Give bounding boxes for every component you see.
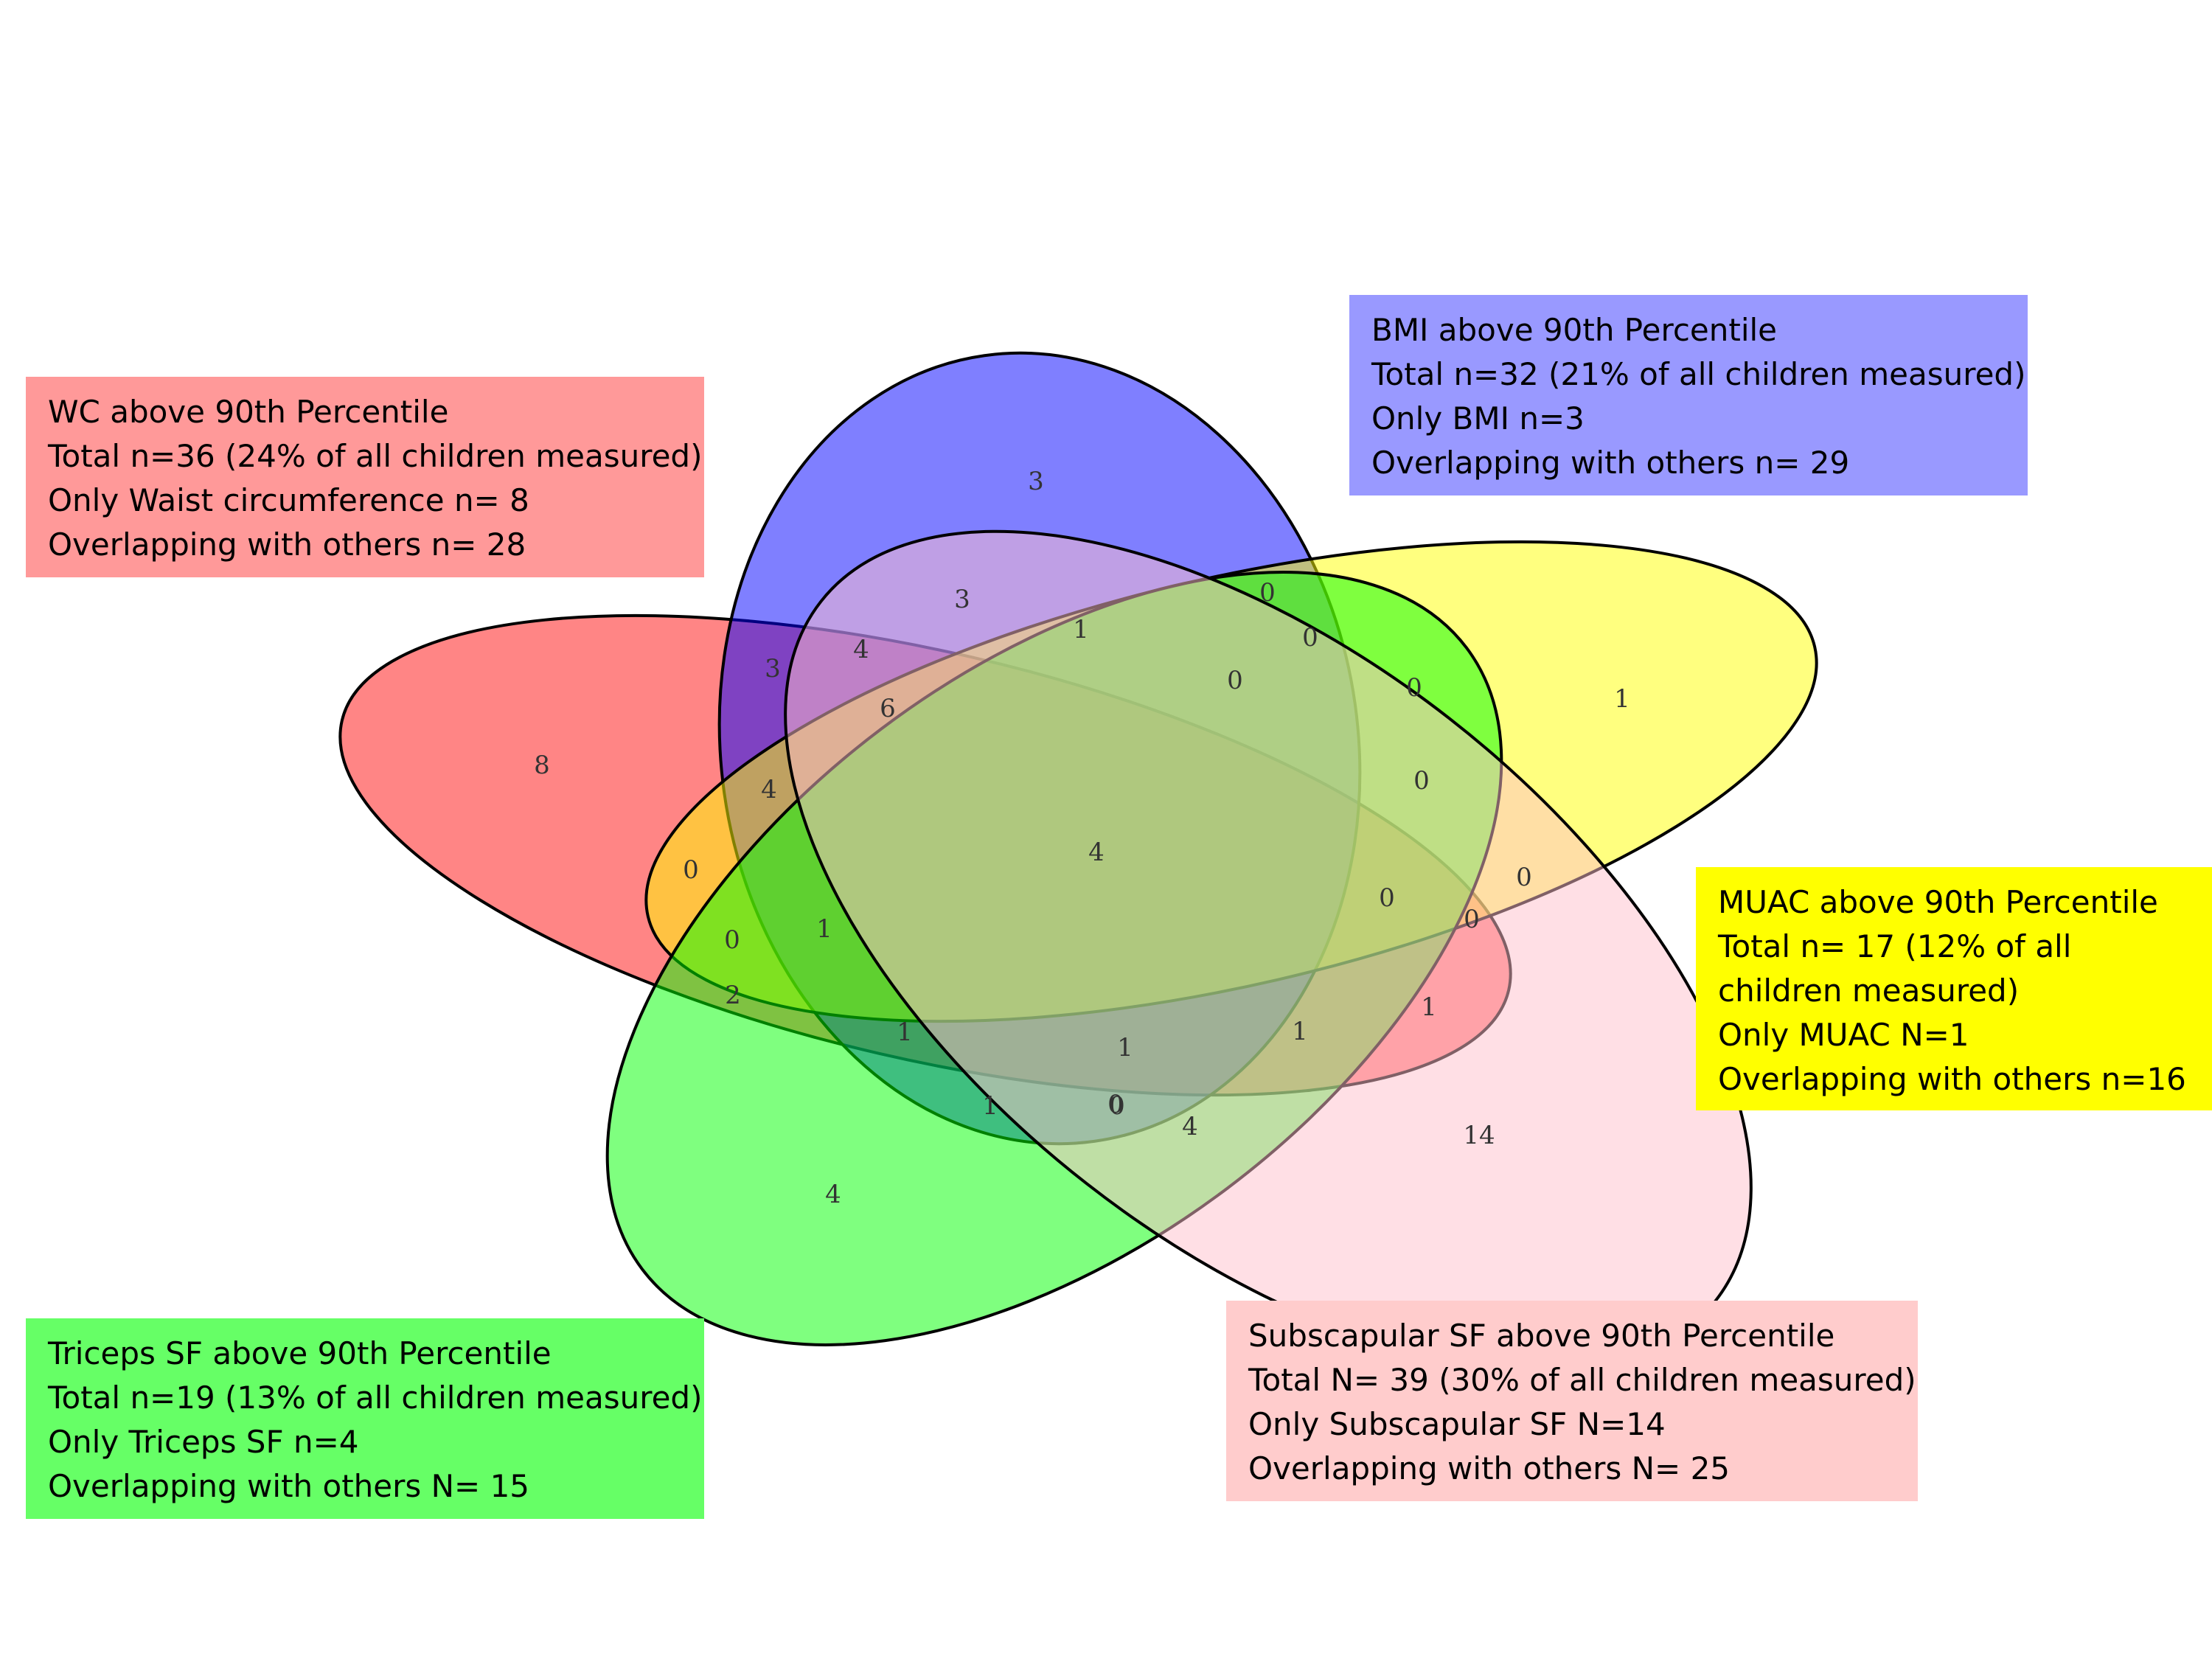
wc-title: WC above 90th Percentile: [48, 394, 449, 430]
bmi-only: Only BMI n=3: [1371, 400, 1585, 437]
region-label: 1: [1073, 615, 1089, 644]
wc-legend-box: WC above 90th Percentile Total n=36 (24%…: [26, 377, 704, 577]
muac-only: Only MUAC N=1: [1718, 1017, 1969, 1053]
region-label: 0: [1406, 673, 1422, 703]
bmi-overlap: Overlapping with others n= 29: [1371, 445, 1850, 481]
region-label-triceps-only: 4: [825, 1180, 841, 1209]
region-label: 0: [724, 925, 740, 955]
subscapular-legend-box: Subscapular SF above 90th Percentile Tot…: [1226, 1301, 1918, 1501]
region-label: 4: [761, 775, 777, 804]
triceps-total: Total n=19 (13% of all children measured…: [48, 1380, 703, 1416]
muac-legend-box: MUAC above 90th Percentile Total n= 17 (…: [1696, 867, 2212, 1110]
region-label: 1: [1292, 1017, 1308, 1046]
region-label: 3: [954, 585, 970, 614]
region-label: 0: [1413, 766, 1430, 796]
subscapular-only: Only Subscapular SF N=14: [1248, 1406, 1666, 1442]
region-label-subscapular-only: 14: [1463, 1121, 1495, 1150]
wc-total: Total n=36 (24% of all children measured…: [48, 438, 703, 474]
region-label: 0: [1379, 883, 1395, 913]
subscapular-total: Total N= 39 (30% of all children measure…: [1248, 1362, 1916, 1398]
wc-only: Only Waist circumference n= 8: [48, 482, 529, 518]
muac-total: Total n= 17 (12% of all children measure…: [1718, 928, 2072, 1009]
region-label: 1: [897, 1018, 913, 1047]
region-label: 1: [816, 914, 832, 944]
region-label: 1: [1421, 992, 1437, 1022]
region-label: 0: [683, 855, 699, 885]
region-label: 0: [1302, 623, 1318, 653]
region-label: 1: [1117, 1033, 1133, 1062]
bmi-total: Total n=32 (21% of all children measured…: [1371, 356, 2026, 392]
region-label-muac-only: 1: [1614, 684, 1630, 714]
triceps-legend-box: Triceps SF above 90th Percentile Total n…: [26, 1318, 704, 1519]
bmi-title: BMI above 90th Percentile: [1371, 312, 1778, 348]
region-label: 3: [765, 654, 781, 684]
region-label: 0: [1109, 1091, 1125, 1121]
region-label: 1: [982, 1091, 998, 1121]
region-label: 0: [1259, 578, 1276, 608]
region-label: 0: [1516, 863, 1532, 892]
region-label: 4: [1088, 838, 1105, 867]
triceps-only: Only Triceps SF n=4: [48, 1424, 359, 1460]
subscapular-title: Subscapular SF above 90th Percentile: [1248, 1318, 1835, 1354]
muac-title: MUAC above 90th Percentile: [1718, 884, 2158, 920]
triceps-overlap: Overlapping with others N= 15: [48, 1468, 530, 1504]
region-label: 4: [1182, 1112, 1198, 1141]
muac-overlap: Overlapping with others n=16: [1718, 1061, 2186, 1097]
region-label: 6: [880, 694, 896, 723]
region-labels: 3 8 1 4 14 3 4 3 6 4 0 1 0 0 0 0 0 0 0 4…: [534, 467, 1630, 1209]
bmi-legend-box: BMI above 90th Percentile Total n=32 (21…: [1349, 295, 2028, 495]
region-label: 0: [1107, 1090, 1124, 1119]
region-label: 0: [1227, 666, 1243, 695]
triceps-title: Triceps SF above 90th Percentile: [48, 1335, 552, 1371]
wc-overlap: Overlapping with others n= 28: [48, 526, 526, 563]
region-label-wc-only: 8: [534, 751, 550, 780]
region-label: 4: [853, 635, 869, 664]
subscapular-overlap: Overlapping with others N= 25: [1248, 1450, 1731, 1486]
region-label: 2: [725, 981, 741, 1010]
region-label: 0: [1464, 905, 1480, 934]
region-label-bmi-only: 3: [1028, 467, 1044, 496]
